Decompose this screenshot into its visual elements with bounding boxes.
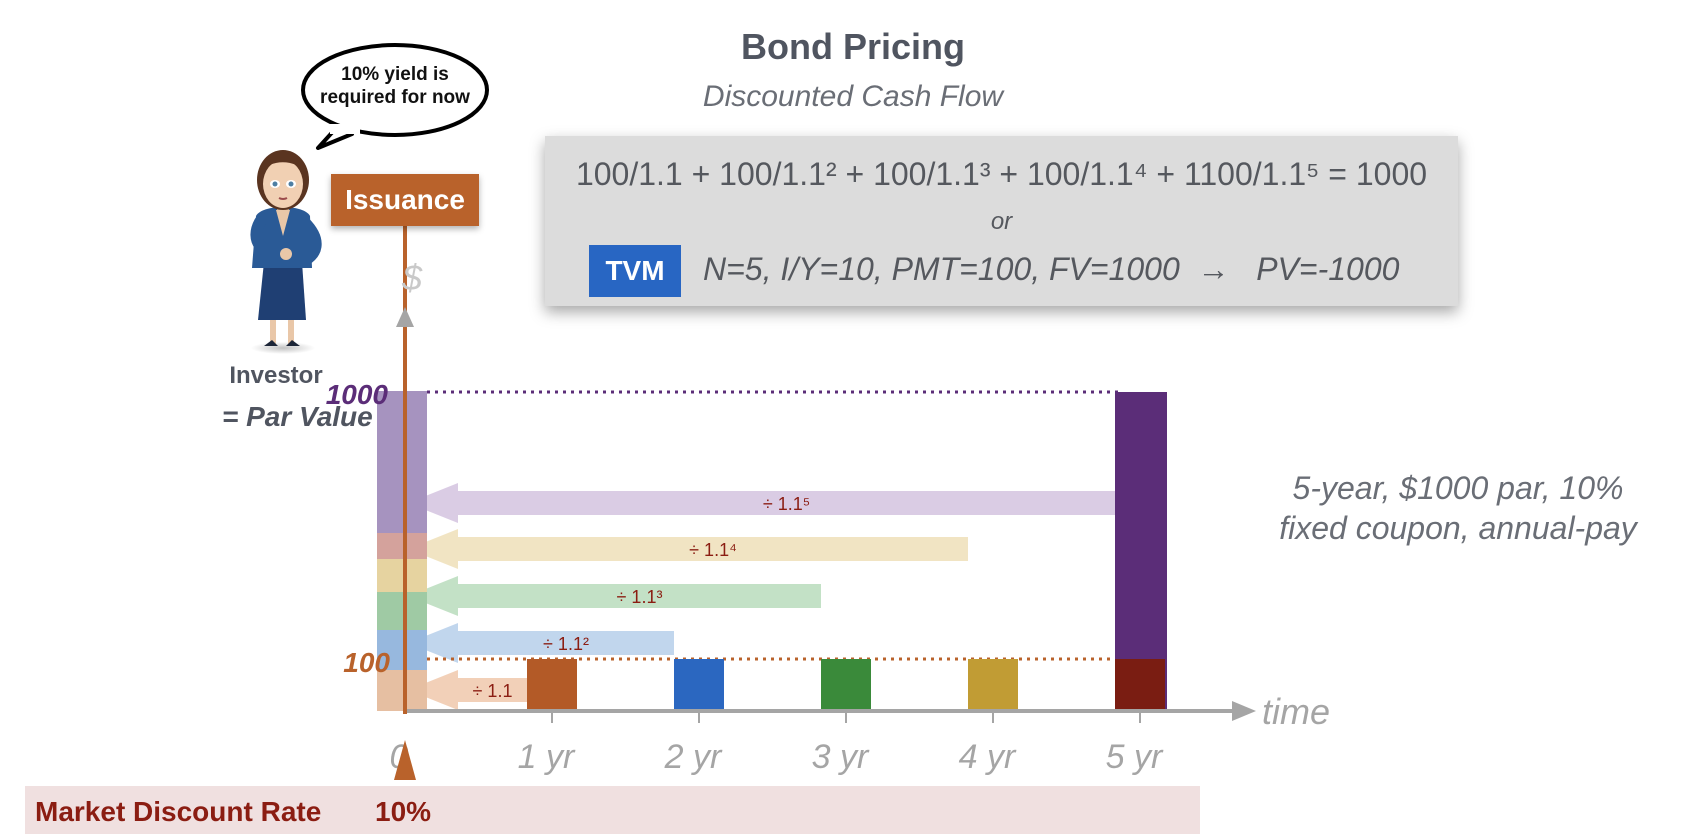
issuance-label: Issuance [331,174,479,226]
pv-block-1 [377,630,427,670]
cash-flow-bar-2-coupon [674,659,724,711]
tick-label-1: 1 yr [518,738,576,776]
y-axis-arrowhead [396,307,414,327]
market-discount-rate-bar: Market Discount Rate 10% [25,786,1200,834]
market-discount-rate-value: 10% [375,796,432,827]
discount-label-3: ÷ 1.1³ [617,587,663,607]
bond-description-line-1: 5-year, $1000 par, 10% [1292,470,1624,506]
issuance-pointer [394,740,416,780]
tick-label-2: 2 yr [664,738,723,776]
cash-flow-bars [527,392,1167,711]
page-title: Bond Pricing [741,26,965,67]
speech-line-1: 10% yield is [341,64,449,85]
discount-label-5: ÷ 1.1⁵ [763,494,810,514]
pv-block-3 [377,559,427,592]
investor-figure [250,150,322,354]
discount-arrow-1 [408,670,527,710]
bond-description-line-2: fixed coupon, annual-pay [1279,510,1637,546]
pv-block-2 [377,592,427,630]
investor-label: Investor [229,362,322,389]
x-axis-label: time [1262,691,1330,732]
present-value-stack [377,391,427,711]
formula-box: 100/1.1 + 100/1.1² + 100/1.1³ + 100/1.1⁴… [545,136,1458,306]
level-label-100: 100 [343,647,390,678]
discount-arrow-2 [408,623,674,663]
tick-label-5: 5 yr [1106,738,1164,776]
dcf-equation: 100/1.1 + 100/1.1² + 100/1.1³ + 100/1.1⁴… [575,156,1428,192]
pv-block-4 [377,533,427,559]
discount-arrow-5 [408,483,1115,523]
tick-label-4: 4 yr [959,738,1017,776]
discount-arrow-3 [408,576,821,616]
pv-block-0 [377,670,427,711]
discount-label-4: ÷ 1.1⁴ [689,540,737,560]
market-discount-rate-label: Market Discount Rate [35,796,322,827]
speech-bubble: 10% yield is required for now [301,43,489,150]
time-axis-arrowhead [1232,701,1256,721]
pv-block-5 [377,391,427,533]
cash-flow-bar-1-coupon [527,659,577,711]
tvm-calculation: N=5, I/Y=10, PMT=100, FV=1000 → PV=-1000 [703,251,1400,287]
par-value-label: = Par Value [222,401,373,432]
discount-arrows: ÷ 1.1 ÷ 1.1² ÷ 1.1³ ÷ 1.1⁴ ÷ 1.1⁵ [408,483,1115,710]
discount-label-2: ÷ 1.1² [543,634,589,654]
tvm-badge: TVM [589,245,681,297]
tick-label-3: 3 yr [812,738,870,776]
discount-arrow-4 [408,529,968,569]
cash-flow-bar-5-principal [1115,392,1167,711]
bond-description: 5-year, $1000 par, 10% fixed coupon, ann… [1238,468,1678,548]
cash-flow-bar-5-coupon-front [1115,659,1165,711]
discount-label-1: ÷ 1.1 [473,681,513,701]
cash-flow-bar-4-coupon [968,659,1018,711]
speech-line-2: required for now [320,87,470,108]
or-label: or [990,208,1013,235]
page-subtitle: Discounted Cash Flow [702,80,1004,113]
y-axis-label: $ [401,257,423,298]
cash-flow-bar-3-coupon [821,659,871,711]
level-label-1000: 1000 [326,379,389,410]
